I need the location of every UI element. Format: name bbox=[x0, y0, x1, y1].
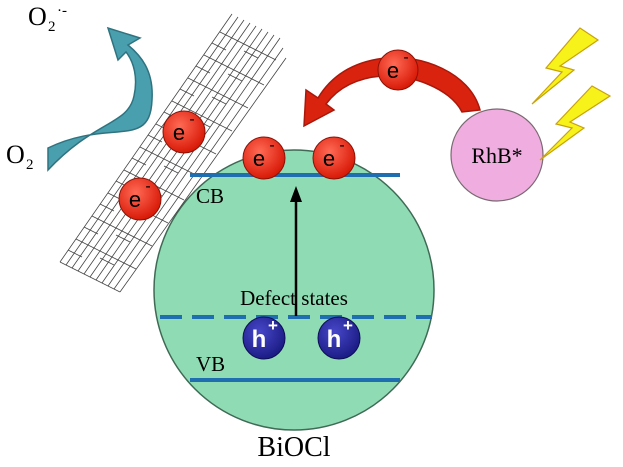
electron-on-injection-arrow: e - bbox=[377, 49, 419, 91]
defect-states-label: Defect states bbox=[240, 286, 348, 310]
hole-charge: + bbox=[343, 316, 353, 335]
electron-charge: - bbox=[145, 178, 150, 195]
superoxide-sup: ·- bbox=[57, 3, 67, 19]
oxygen-label: O 2 bbox=[6, 140, 34, 173]
lightning-bolt-icon bbox=[531, 27, 612, 161]
electron-symbol: e bbox=[323, 146, 335, 171]
electron-in-cb-right: e - bbox=[312, 136, 356, 180]
electron-symbol: e bbox=[387, 58, 399, 83]
electron-charge: - bbox=[269, 137, 274, 154]
electron-charge: - bbox=[189, 111, 194, 128]
oxygen-sub: 2 bbox=[26, 157, 34, 173]
electron-charge: - bbox=[403, 49, 408, 66]
electron-on-nanotube-top: e - bbox=[162, 110, 206, 154]
hole-right: h + bbox=[317, 316, 361, 360]
electron-symbol: e bbox=[173, 120, 185, 145]
superoxide-label: O 2 ·- bbox=[28, 2, 67, 35]
vb-label: VB bbox=[196, 352, 225, 376]
superoxide-base: O bbox=[28, 2, 47, 31]
hole-left: h + bbox=[242, 316, 286, 360]
hole-symbol: h bbox=[252, 326, 267, 353]
hole-charge: + bbox=[268, 316, 278, 335]
electron-symbol: e bbox=[253, 146, 265, 171]
cb-label: CB bbox=[196, 184, 224, 208]
hole-symbol: h bbox=[327, 326, 342, 353]
biocl-particle bbox=[153, 149, 435, 431]
rhb-dye-molecule bbox=[450, 108, 544, 202]
superoxide-sub: 2 bbox=[48, 19, 56, 35]
electron-charge: - bbox=[339, 137, 344, 154]
excitation-arrowhead bbox=[290, 186, 302, 202]
oxygen-base: O bbox=[6, 140, 25, 169]
oxygen-reduction-arrow bbox=[47, 26, 153, 172]
electron-on-nanotube-bottom: e - bbox=[118, 177, 162, 221]
electron-in-cb-left: e - bbox=[242, 136, 286, 180]
material-label: BiOCl bbox=[257, 432, 330, 463]
rhb-label: RhB* bbox=[471, 143, 522, 168]
electron-symbol: e bbox=[129, 187, 141, 212]
